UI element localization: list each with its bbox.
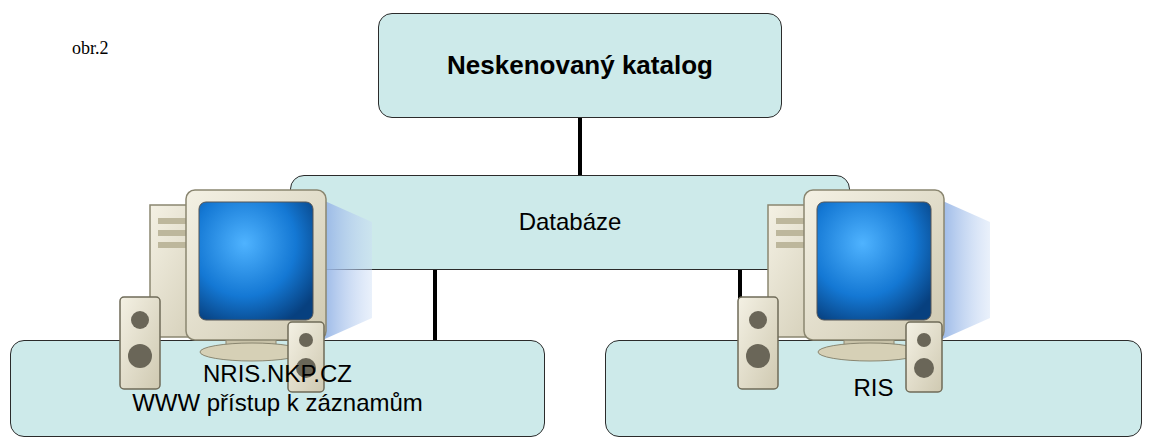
web-access-box: NRIS.NKP.CZWWW přístup k záznamům [10, 340, 545, 437]
database-box: Databáze [290, 175, 850, 270]
connector-line [433, 270, 437, 340]
computer-icon [738, 190, 990, 392]
computer-icon [120, 190, 372, 392]
figure-number: obr.2 [72, 38, 109, 59]
box-text: RIS [853, 374, 893, 403]
box-text: NRIS.NKP.CZ [203, 360, 352, 389]
box-text: Databáze [519, 208, 622, 237]
ris-box: RIS [605, 340, 1142, 437]
connector-line [738, 270, 742, 340]
box-text: WWW přístup k záznamům [132, 389, 423, 418]
catalog-box: Neskenovaný katalog [378, 13, 782, 118]
box-text: Neskenovaný katalog [447, 50, 713, 81]
connector-line [578, 118, 582, 175]
